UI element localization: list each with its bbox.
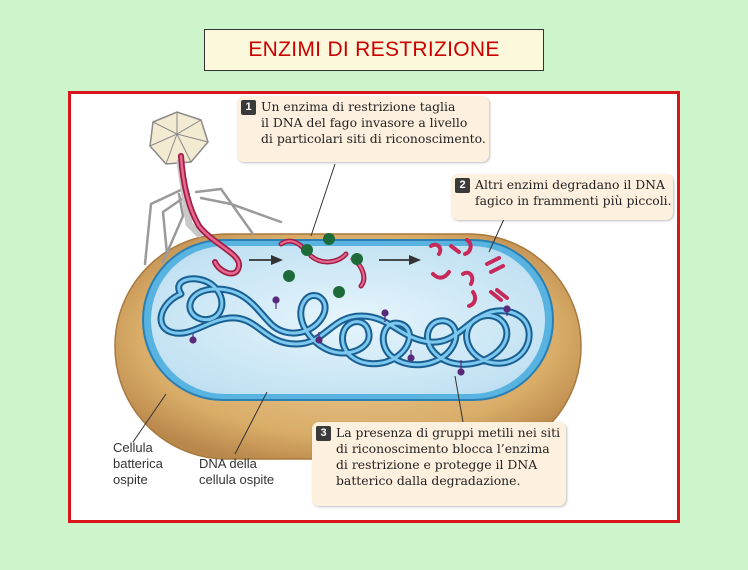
- page-title: ENZIMI DI RESTRIZIONE: [248, 38, 500, 61]
- callout-3-line-3: di restrizione e protegge il DNA: [336, 457, 538, 472]
- label-host-dna: DNA della cellula ospite: [199, 456, 275, 487]
- callout-3-line-4: batterico dalla degradazione.: [336, 473, 521, 488]
- callout-1-line-3: di particolari siti di riconoscimento.: [261, 131, 486, 146]
- phage-head: [149, 111, 209, 165]
- callout-1-line-1: Un enzima di restrizione taglia: [261, 99, 456, 114]
- methyl-groups: [189, 296, 511, 376]
- step-number-2: 2: [455, 178, 470, 193]
- label-host-cell: Cellula batterica ospite: [113, 440, 163, 487]
- callout-step-3: 3 La presenza di gruppi metili nei siti …: [312, 422, 566, 506]
- bacterial-dna: [157, 275, 533, 369]
- phage-tail-fibers: [143, 187, 283, 266]
- callout-2-line-1: Altri enzimi degradano il DNA: [475, 177, 665, 192]
- title-box: ENZIMI DI RESTRIZIONE: [204, 29, 544, 71]
- callout-step-2: 2 Altri enzimi degradano il DNA fagico i…: [451, 174, 673, 220]
- callout-1-line-2: il DNA del fago invasore a livello: [261, 115, 468, 130]
- diagram-frame: 1 Un enzima di restrizione taglia il DNA…: [68, 91, 680, 523]
- restriction-enzymes: [283, 233, 363, 298]
- phage-dna-fragments: [429, 238, 509, 308]
- callout-3-line-2: di riconoscimento blocca l’enzima: [336, 441, 550, 456]
- callout-2-line-2: fagico in frammenti più piccoli.: [475, 193, 672, 208]
- bacterial-cell-illustration: [114, 111, 582, 460]
- callout-step-1: 1 Un enzima di restrizione taglia il DNA…: [237, 96, 489, 162]
- callout-3-line-1: La presenza di gruppi metili nei siti: [336, 425, 561, 440]
- step-number-1: 1: [241, 100, 256, 115]
- leader-lines: [132, 163, 510, 455]
- step-number-3: 3: [316, 426, 331, 441]
- process-arrows: [249, 255, 421, 265]
